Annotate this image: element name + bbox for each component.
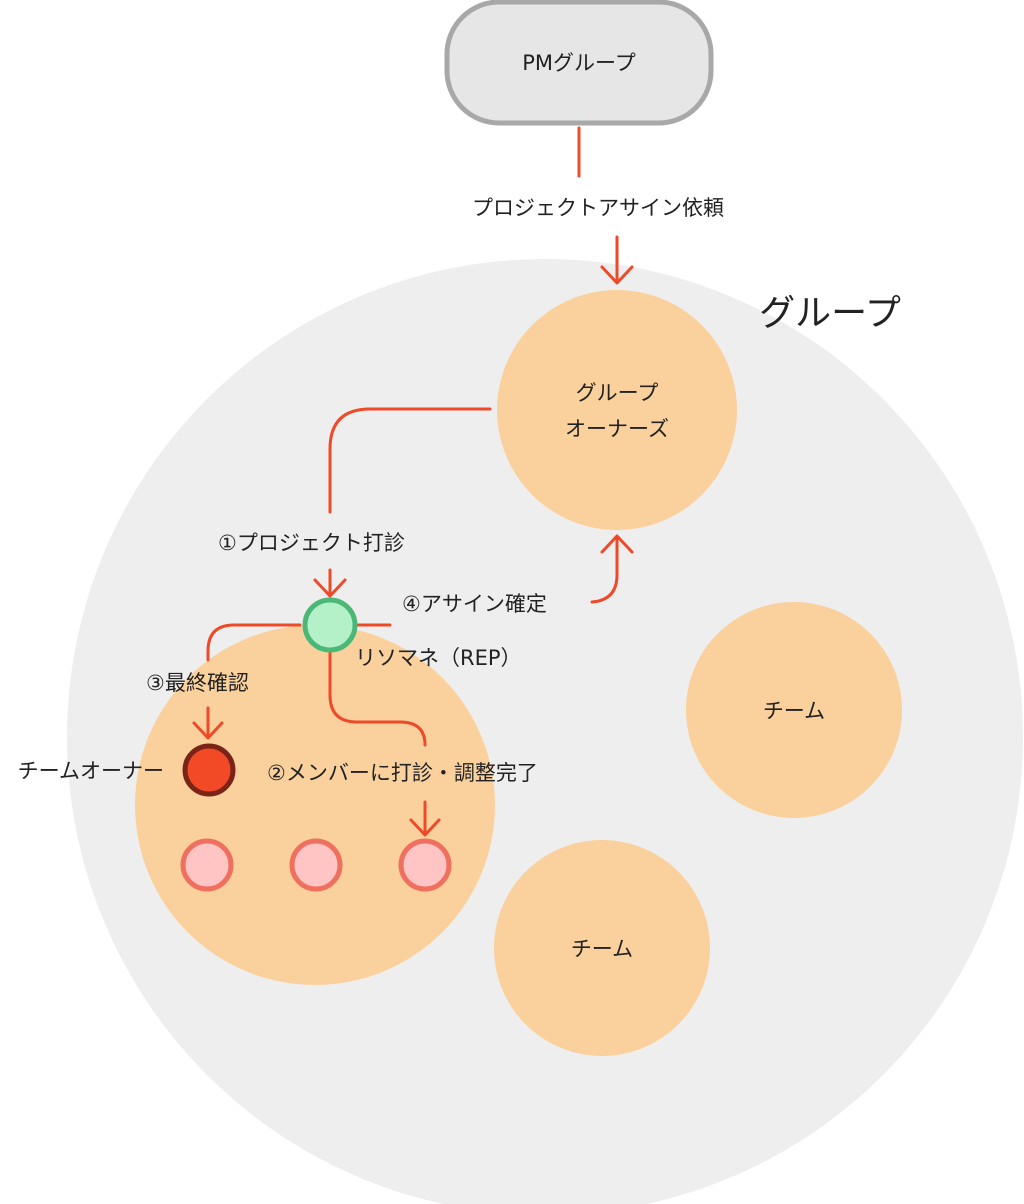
member-node-3[interactable] [398,838,452,892]
group-owners-circle[interactable] [497,290,737,530]
team-label-bottom: チーム [571,937,633,961]
step4-label: ④アサイン確定 [402,592,547,616]
member-node-2[interactable] [289,838,343,892]
rep-node[interactable] [302,597,358,653]
team-owner-node[interactable] [182,743,236,797]
team-circle-main[interactable] [135,625,495,985]
team-label-right: チーム [763,699,825,723]
step3-arrowhead [192,721,224,740]
request-arrowhead [600,265,634,285]
step4-arrowhead [600,534,634,554]
team-circle-right[interactable] [686,602,902,818]
group-title: グループ [759,293,901,334]
step2-label: ②メンバーに打診・調整完了 [267,761,538,785]
step3-connector [206,623,302,662]
request-label: プロジェクトアサイン依頼 [472,196,724,220]
team-circle-bottom[interactable] [494,840,710,1056]
step1-arrowhead [313,578,347,598]
step2-arrowhead [409,818,441,837]
step3-label: ③最終確認 [146,671,249,695]
step4-connector-right [590,536,619,604]
group-owners-label-line2: オーナーズ [565,417,669,441]
member-node-1[interactable] [180,838,234,892]
group-owners-label-line1: グループ [576,381,659,405]
step1-connector [328,407,492,514]
step1-label: ①プロジェクト打診 [218,531,405,555]
team-owner-label: チームオーナー [18,759,164,783]
pm-group-label: PMグループ [522,51,636,75]
step2-connector [328,650,427,747]
pm-group-box[interactable] [444,0,714,126]
rep-label: リソマネ（REP） [355,646,522,670]
